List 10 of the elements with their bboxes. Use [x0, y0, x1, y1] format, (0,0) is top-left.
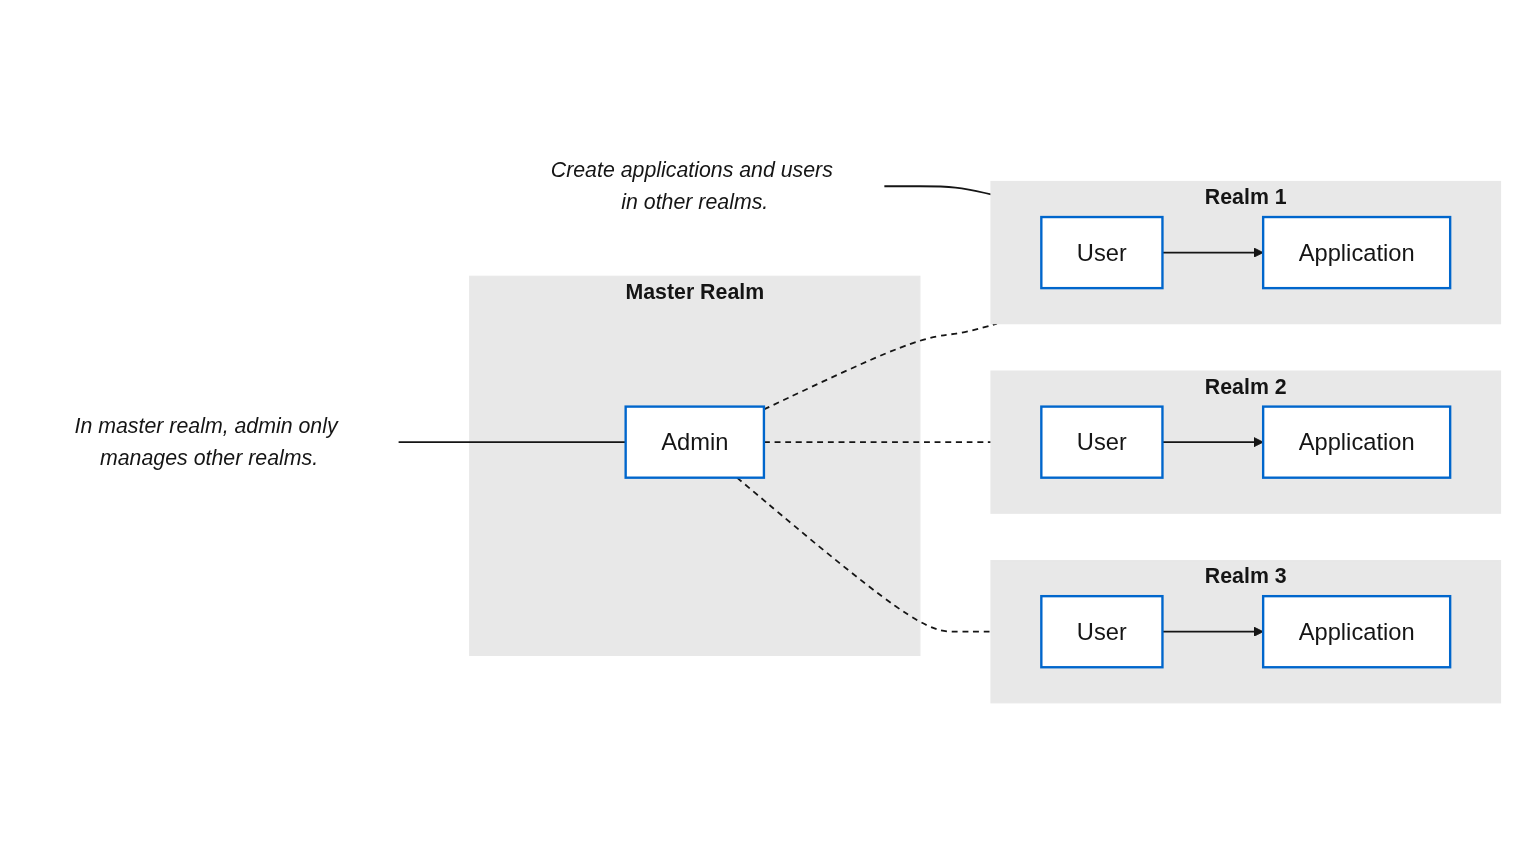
node-text: In master realm, admin only manages other realms.: [74, 414, 338, 470]
connector: [763, 323, 998, 411]
node-box: Application: [1261, 216, 1452, 290]
node-box: Admin: [624, 405, 766, 480]
node-text: Create applications and users in other realms.: [550, 158, 833, 214]
node-box: User: [1040, 405, 1164, 480]
node-box: Application: [1261, 595, 1452, 669]
node-box: User: [1040, 216, 1164, 290]
node-box: User: [1040, 595, 1164, 669]
node-box: Application: [1261, 405, 1452, 480]
